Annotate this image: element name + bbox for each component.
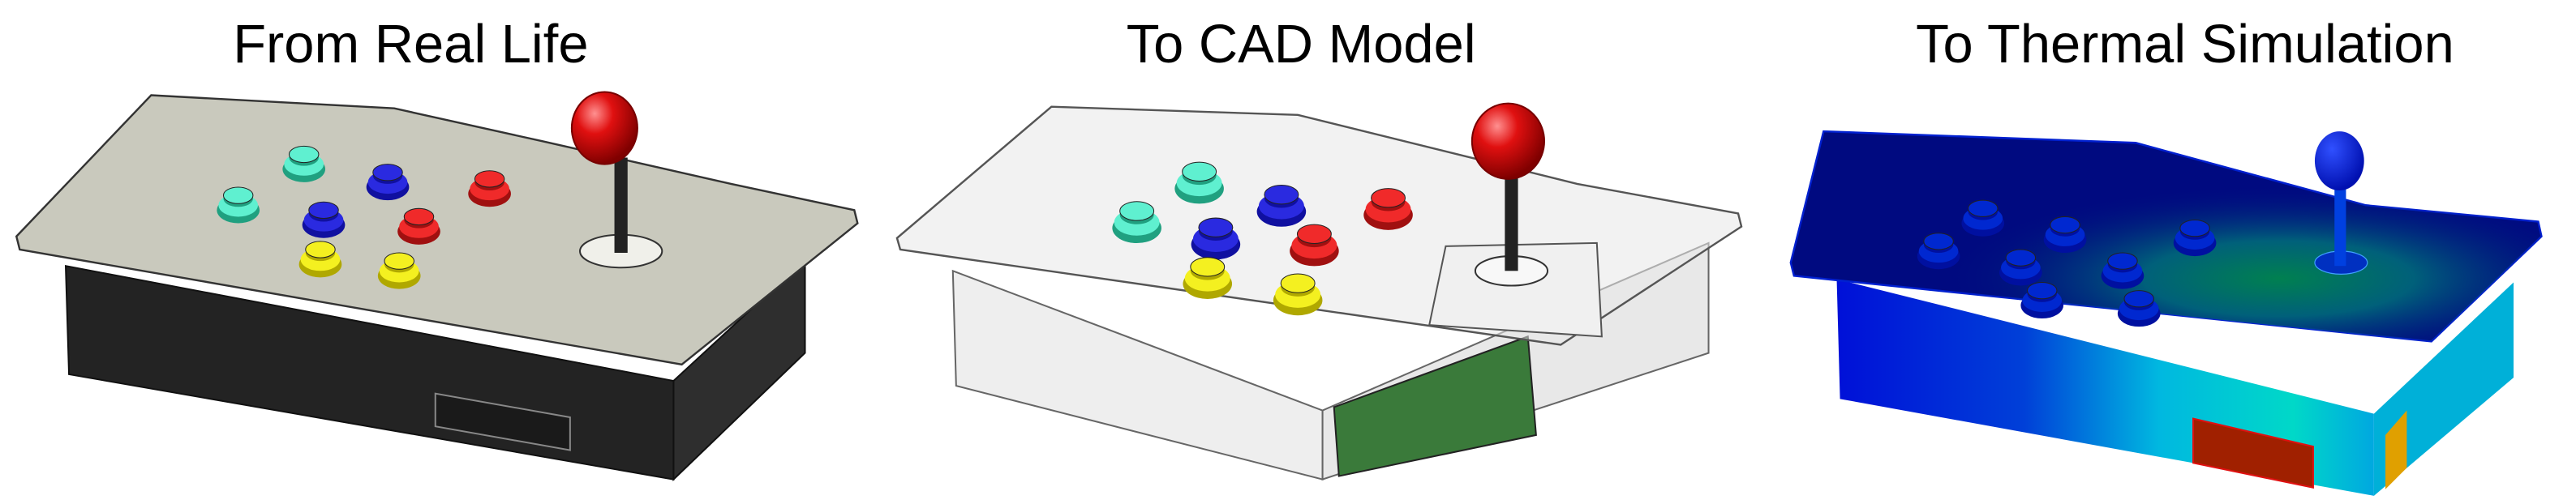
arcade-button-thermal bbox=[1999, 249, 2042, 286]
sd-card-slot bbox=[434, 392, 571, 451]
joystick-ball bbox=[1470, 102, 1545, 180]
arcade-button-cyan bbox=[282, 145, 326, 182]
arcade-button-cyan bbox=[217, 186, 260, 224]
joystick-shaft bbox=[1505, 172, 1518, 271]
arcade-button-thermal bbox=[1961, 199, 2005, 237]
joystick-mount bbox=[1428, 241, 1603, 338]
arcade-button-red bbox=[1290, 224, 1339, 267]
thermal-simulation-controller bbox=[1789, 130, 2543, 496]
arcade-button-thermal bbox=[2173, 219, 2217, 257]
arcade-button-cyan bbox=[1174, 161, 1224, 204]
arcade-button-blue bbox=[1256, 185, 1307, 227]
joystick-shaft bbox=[614, 157, 628, 254]
enclosure-front bbox=[951, 269, 1324, 481]
arcade-button-red bbox=[1363, 188, 1413, 230]
cad-model-controller bbox=[895, 102, 1743, 481]
button-group bbox=[1112, 161, 1413, 316]
arcade-button-thermal bbox=[2043, 216, 2087, 254]
button-group bbox=[1917, 199, 2217, 327]
arcade-button-thermal bbox=[1917, 233, 1960, 270]
arcade-button-red bbox=[397, 207, 440, 245]
joystick-ball bbox=[2314, 131, 2364, 191]
arcade-button-red bbox=[468, 170, 511, 207]
panel-title-cad-model: To CAD Model bbox=[1127, 14, 1476, 75]
panel-title-thermal: To Thermal Simulation bbox=[1916, 14, 2454, 75]
joystick-ball bbox=[570, 91, 638, 165]
arcade-button-thermal bbox=[2101, 252, 2145, 289]
arcade-button-yellow bbox=[1183, 257, 1233, 299]
arcade-button-blue bbox=[1191, 217, 1241, 260]
arcade-button-blue bbox=[366, 164, 410, 201]
joystick-shaft bbox=[2334, 183, 2346, 267]
arcade-button-yellow bbox=[1273, 273, 1323, 316]
thermal-gradient-region bbox=[1790, 131, 2542, 342]
button-group bbox=[217, 145, 511, 289]
panel-title-real-life: From Real Life bbox=[233, 14, 588, 75]
raspberry-pi-board bbox=[1333, 335, 1537, 477]
arcade-button-blue bbox=[302, 201, 346, 238]
arcade-button-thermal bbox=[2020, 281, 2064, 319]
hot-spot-port bbox=[2192, 417, 2314, 489]
hot-spot-side bbox=[2385, 410, 2407, 489]
arcade-button-thermal bbox=[2117, 290, 2161, 327]
arcade-button-yellow bbox=[377, 252, 421, 289]
arcade-button-cyan bbox=[1112, 201, 1161, 244]
enclosure-side bbox=[2373, 282, 2514, 496]
arcade-button-yellow bbox=[298, 241, 342, 278]
real-life-controller bbox=[15, 91, 859, 481]
